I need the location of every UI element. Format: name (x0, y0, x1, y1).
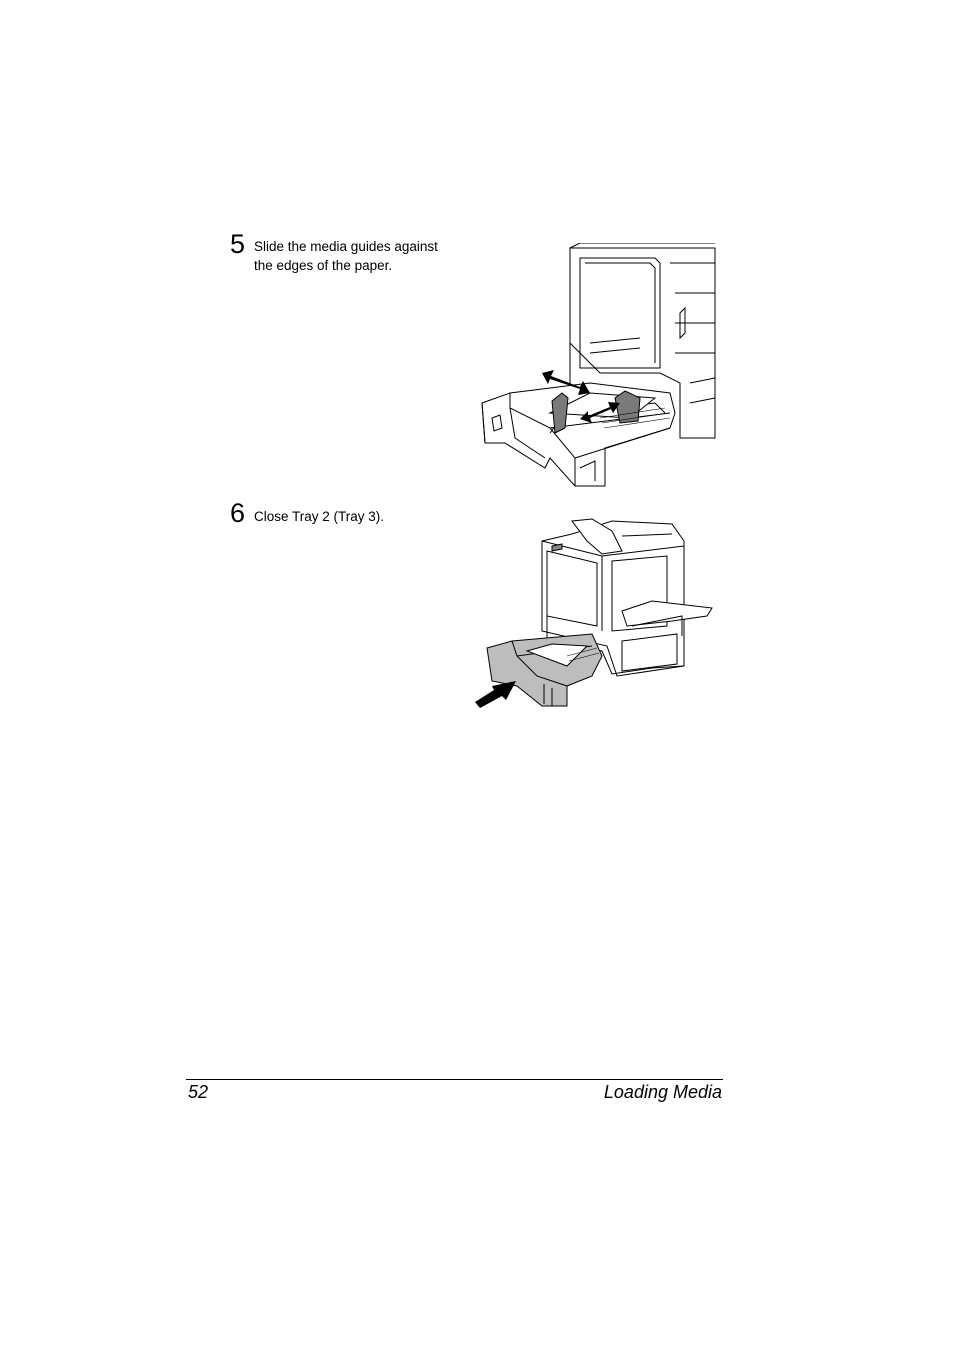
section-title: Loading Media (603, 1082, 722, 1102)
step-instruction: Slide the media guides against the edges… (254, 237, 438, 275)
printer-tray-media-guides-illustration (481, 243, 716, 487)
footer-rule (186, 1079, 723, 1080)
step-instruction-line: Close Tray 2 (Tray 3). (254, 509, 385, 524)
step-instruction-line: Slide the media guides against (254, 239, 438, 254)
printer-tray-close-illustration (475, 518, 713, 708)
page-number: 52 (188, 1082, 209, 1102)
step-instruction: Close Tray 2 (Tray 3). (254, 507, 384, 526)
step-instruction-line: the edges of the paper. (254, 258, 393, 273)
step-number: 5 (230, 229, 246, 259)
step-number: 6 (230, 498, 246, 528)
